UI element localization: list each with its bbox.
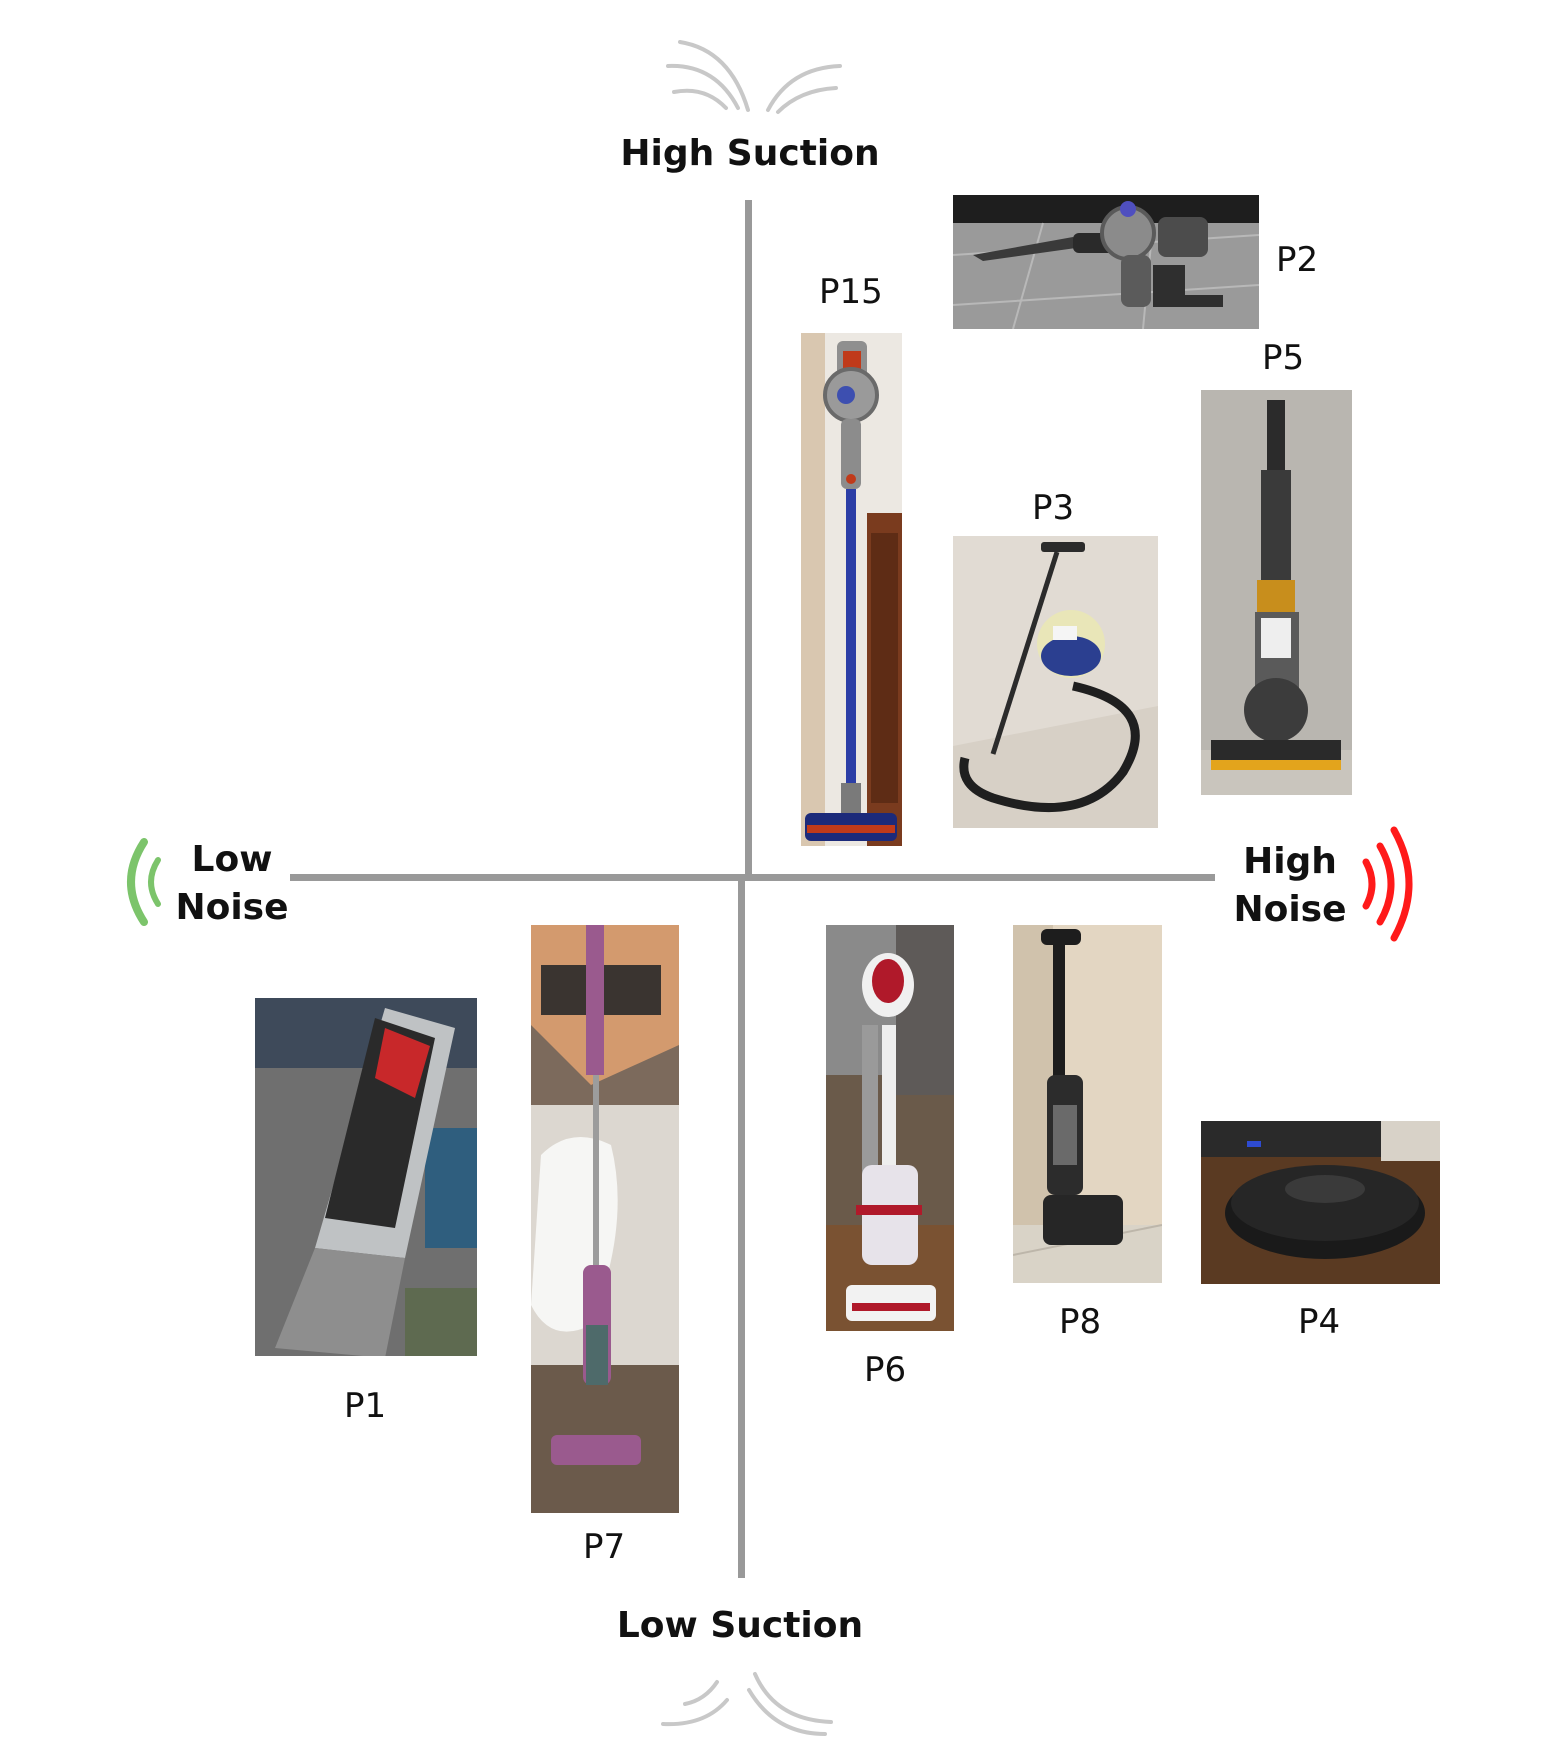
product-photo-p8 (1013, 925, 1162, 1283)
product-label-p15: P15 (819, 272, 883, 312)
product-label-p1: P1 (344, 1386, 387, 1426)
axis-label-right: High Noise (1230, 838, 1350, 934)
product-photo-p4 (1201, 1121, 1440, 1284)
low-noise-icon (127, 838, 161, 926)
high-noise-icon (1362, 826, 1413, 942)
vertical-axis-lower (738, 878, 745, 1578)
product-photo-p15 (801, 333, 902, 846)
product-photo-p7 (531, 925, 679, 1513)
product-label-p4: P4 (1298, 1302, 1341, 1342)
product-photo-p5 (1201, 390, 1352, 795)
vertical-axis-upper (745, 200, 752, 880)
product-label-p5: P5 (1262, 338, 1305, 378)
suction-airflow-top-icon (666, 40, 842, 114)
product-label-p6: P6 (864, 1350, 907, 1390)
product-label-p2: P2 (1276, 240, 1319, 280)
horizontal-axis (290, 874, 1215, 881)
product-photo-p1 (255, 998, 477, 1356)
axis-label-left-line2: Noise (175, 887, 289, 928)
axis-label-right-line2: Noise (1233, 889, 1347, 930)
product-photo-p3 (953, 536, 1158, 828)
product-photo-p2 (953, 195, 1259, 329)
axis-label-right-line1: High (1243, 841, 1337, 882)
axis-label-top: High Suction (620, 133, 880, 174)
product-label-p7: P7 (583, 1527, 626, 1567)
product-label-p8: P8 (1059, 1302, 1102, 1342)
product-photo-p6 (826, 925, 954, 1331)
suction-airflow-bottom-icon (661, 1672, 833, 1736)
axis-label-bottom: Low Suction (616, 1605, 864, 1646)
axis-label-left: Low Noise (172, 836, 292, 932)
axis-label-left-line1: Low (191, 839, 273, 880)
product-label-p3: P3 (1032, 488, 1075, 528)
